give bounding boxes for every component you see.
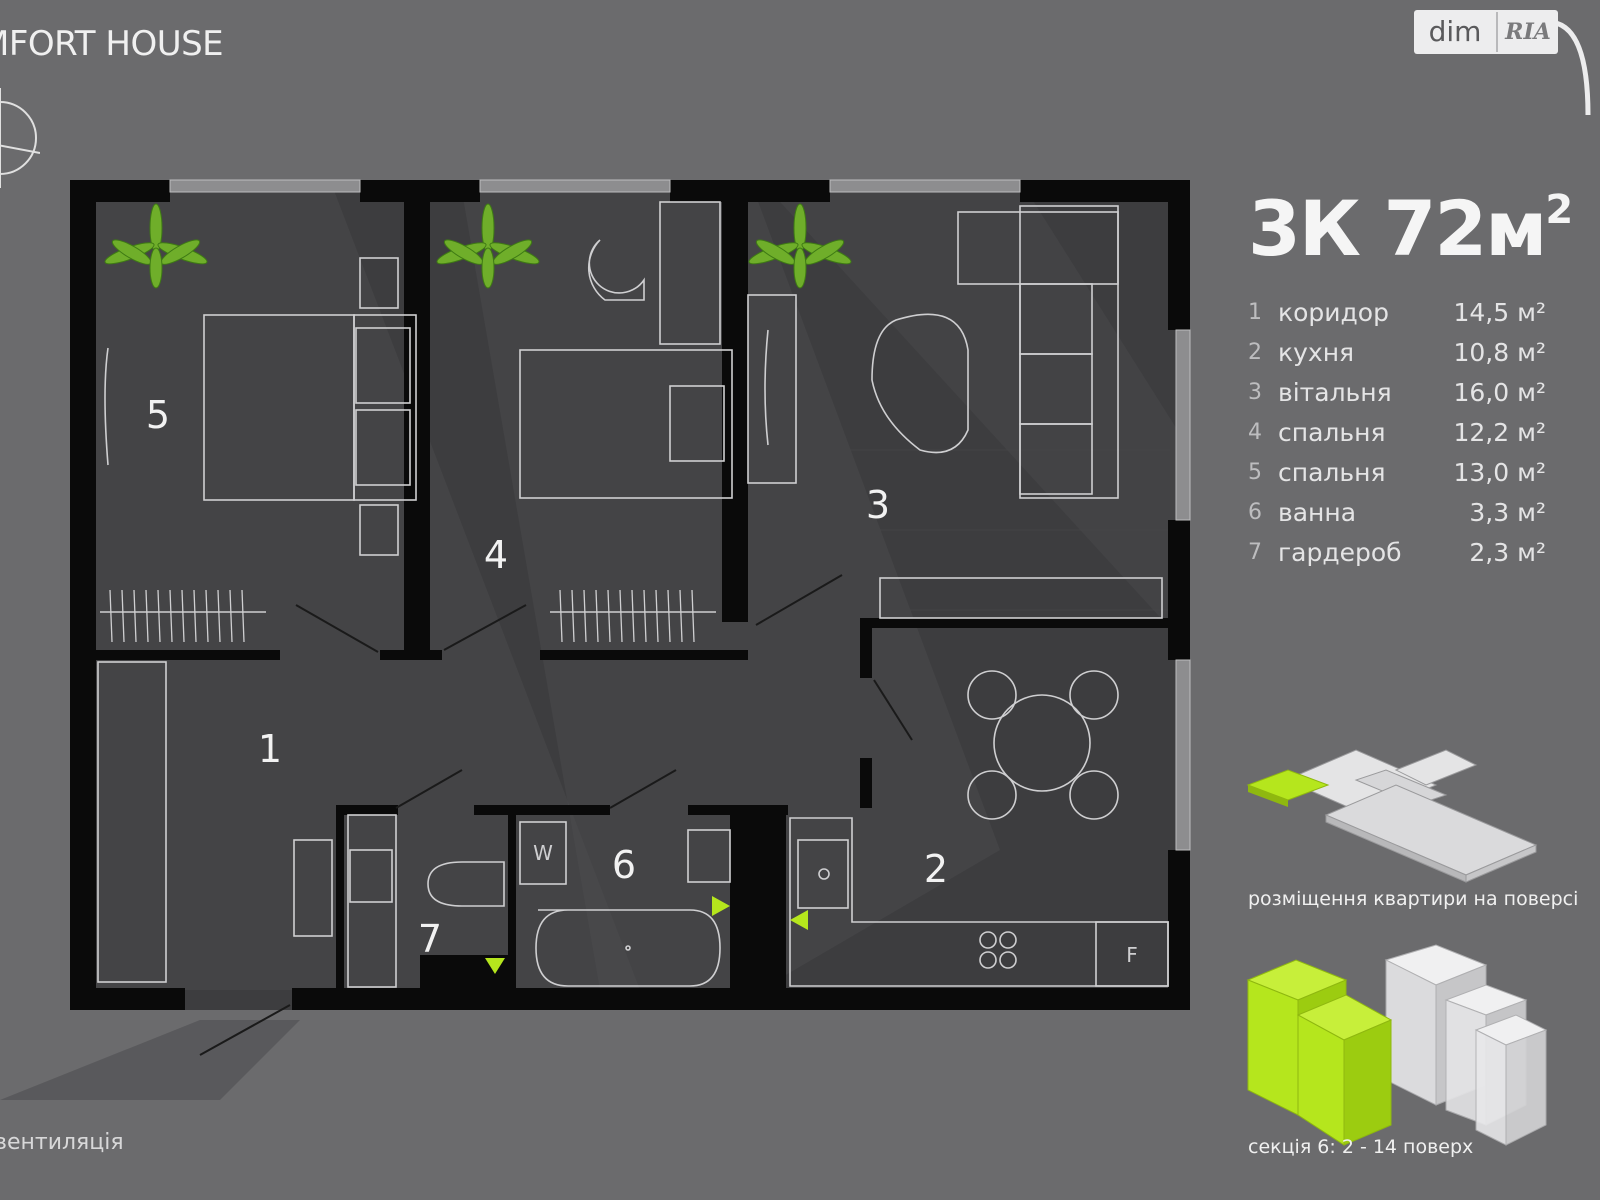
room-area: 14,5 м² [1453,297,1547,327]
room-row: 7 гардероб 2,3 м² [1248,532,1546,572]
room-number: 1 [1248,299,1262,325]
room-name: вітальня [1278,377,1392,407]
ventilation-marker-icon [485,896,808,974]
room-number: 3 [1248,379,1262,405]
room-area: 3,3 м² [1469,497,1546,527]
room-area: 12,2 м² [1453,417,1547,447]
room-number: 5 [1248,459,1262,485]
room-name: спальня [1278,417,1386,447]
room-label-7: 7 [418,917,442,961]
room-area: 16,0 м² [1453,377,1547,407]
room-number: 2 [1248,339,1262,365]
room-name: кухня [1278,337,1355,367]
room-area: 2,3 м² [1469,537,1546,567]
brand-name: MFORT HOUSE [0,24,224,64]
floor-position-caption: розміщення квартири на поверсі [1248,888,1579,910]
room-label-1: 1 [258,727,282,771]
washer-label: W [533,841,553,865]
compass-icon [0,88,40,188]
room-name: ванна [1278,497,1357,527]
room-name: спальня [1278,457,1386,487]
room-number: 4 [1248,419,1262,445]
logo-ria-text: RIA [1505,19,1551,45]
room-label-2: 2 [924,847,948,891]
room-row: 3 вітальня 16,0 м² [1248,372,1546,412]
floor-position-map [1246,749,1538,883]
room-name: гардероб [1278,537,1402,567]
room-label-6: 6 [612,843,636,887]
room-row: 1 коридор 14,5 м² [1248,292,1546,332]
floor-plan: 5 4 3 1 6 7 2 W F [0,179,1191,1100]
room-label-4: 4 [484,533,508,577]
room-label-5: 5 [146,393,170,437]
room-row: 2 кухня 10,8 м² [1248,332,1546,372]
plant-icon [104,203,852,289]
room-row: 4 спальня 12,2 м² [1248,412,1546,452]
room-area: 10,8 м² [1453,337,1547,367]
logo-curve-decoration [1548,20,1591,116]
fridge-label: F [1126,943,1138,967]
room-list: 1 коридор 14,5 м² 2 кухня 10,8 м² 3 віта… [1248,292,1546,572]
dimria-logo[interactable]: dim RIA [1414,10,1558,54]
walls [70,180,1190,1010]
room-number: 7 [1248,539,1262,565]
room-area: 13,0 м² [1453,457,1547,487]
room-row: 6 ванна 3,3 м² [1248,492,1546,532]
apartment-title: 3К 72м2 [1248,184,1573,273]
ventilation-legend: вентиляція [0,1130,124,1155]
room-name: коридор [1278,297,1389,327]
section-3d-map [1246,944,1548,1146]
room-label-3: 3 [866,483,890,527]
room-row: 5 спальня 13,0 м² [1248,452,1546,492]
room-number: 6 [1248,499,1262,525]
logo-dim-text: dim [1414,12,1498,52]
section-caption: секція 6: 2 - 14 поверх [1248,1136,1474,1158]
